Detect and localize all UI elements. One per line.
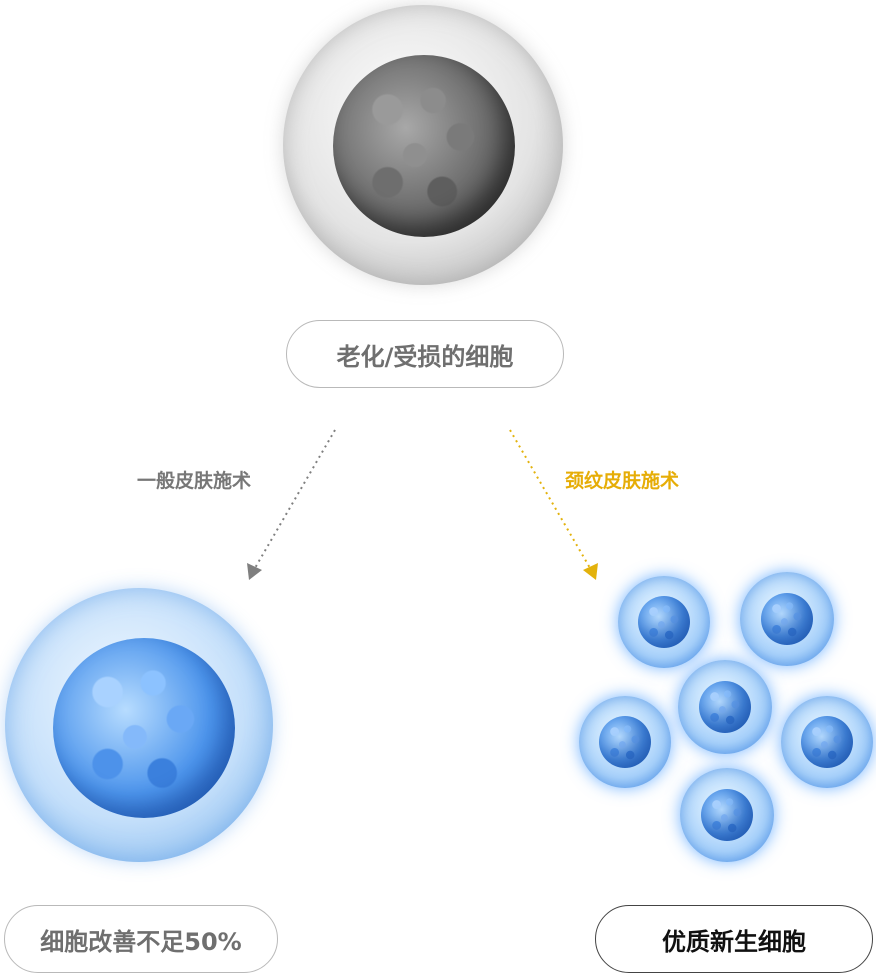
- left-node-label: 细胞改善不足50%: [40, 927, 242, 956]
- aged-cell-nucleus: [333, 55, 515, 237]
- right-arrow-line: [509, 429, 591, 569]
- new-cell-nucleus: [761, 593, 813, 645]
- left-node-label-box: 细胞改善不足50%: [4, 905, 278, 973]
- top-node-label-box: 老化/受损的细胞: [286, 320, 564, 388]
- right-arrow-label: 颈纹皮肤施术: [565, 470, 680, 492]
- new-cell-nucleus: [638, 596, 690, 648]
- left-arrow-head: [247, 563, 262, 580]
- top-node-label: 老化/受损的细胞: [336, 342, 514, 371]
- right-node-label: 优质新生细胞: [662, 927, 806, 956]
- left-arrow-line: [254, 429, 336, 569]
- left-arrow-label: 一般皮肤施术: [137, 470, 252, 492]
- new-cell-nucleus: [801, 716, 853, 768]
- right-arrow-head: [583, 563, 598, 580]
- new-cell-nucleus: [699, 681, 751, 733]
- improved-cell-nucleus: [53, 638, 235, 818]
- new-cell-nucleus: [599, 716, 651, 768]
- new-cell-nucleus: [701, 789, 753, 841]
- right-node-label-box: 优质新生细胞: [595, 905, 873, 973]
